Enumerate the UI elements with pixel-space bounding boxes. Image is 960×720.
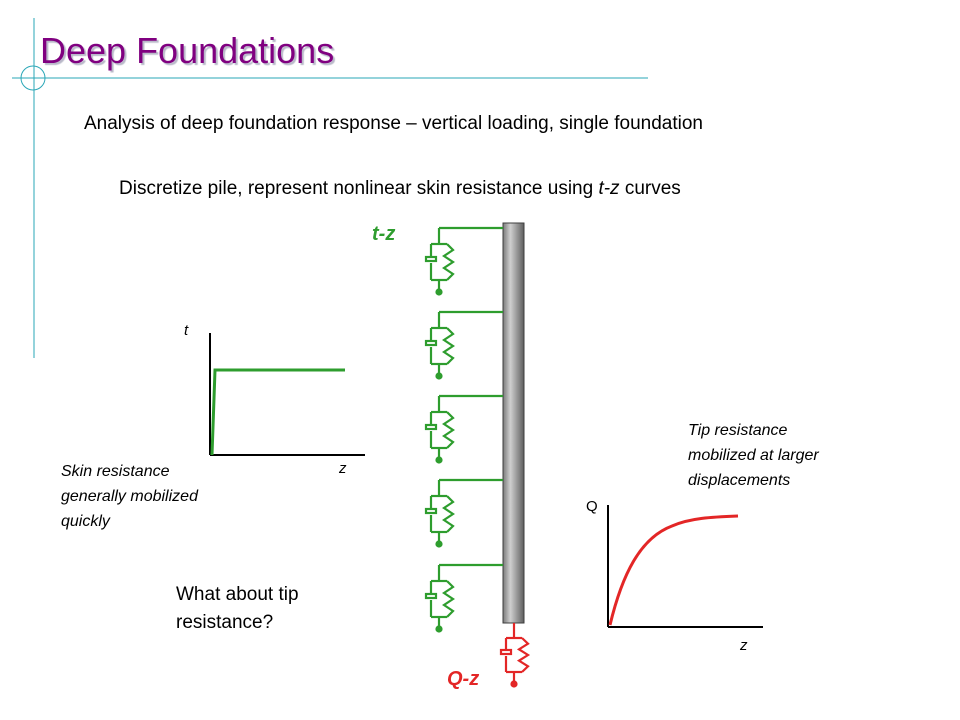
subtitle-line-1: Analysis of deep foundation response – v…: [84, 113, 703, 134]
skin-x-axis-label: z: [339, 460, 347, 477]
tip-caption-line: Tip resistance: [688, 422, 788, 439]
qz-spring-group: [499, 623, 531, 688]
line2-suffix: curves: [619, 178, 681, 199]
line2-prefix: Discretize pile, represent nonlinear ski…: [119, 178, 599, 199]
qz-label: Q-z: [447, 668, 480, 690]
tz-spring: [424, 394, 503, 464]
skin-caption-line: Skin resistance: [61, 463, 170, 480]
slide-title: Deep Foundations: [40, 30, 335, 71]
qz-spring: [499, 623, 531, 688]
line2-italic: t-z: [598, 178, 620, 199]
tz-label: t-z: [372, 223, 396, 245]
tip-plot-axes: [607, 505, 763, 628]
skin-curve: [210, 368, 345, 456]
tz-spring-group: [424, 226, 503, 633]
tip-caption-line: mobilized at larger: [688, 447, 819, 464]
tip-caption-line: displacements: [688, 472, 791, 489]
tz-spring: [424, 563, 503, 633]
question-line: What about tip: [176, 584, 299, 605]
tz-spring: [424, 226, 503, 296]
pile-shaft: [502, 222, 525, 624]
tip-curve: [608, 514, 739, 626]
skin-plot-axes: [209, 333, 365, 456]
tz-spring: [424, 478, 503, 548]
skin-caption: Skin resistance generally mobilized quic…: [61, 459, 198, 534]
tz-spring: [424, 310, 503, 380]
skin-caption-line: quickly: [61, 513, 110, 530]
tip-y-axis-label: Q: [586, 498, 598, 515]
question-line: resistance?: [176, 612, 274, 633]
tip-x-axis-label: z: [740, 637, 748, 654]
decor-circle: [20, 65, 46, 91]
skin-y-axis-label: t: [184, 322, 189, 339]
tip-caption: Tip resistance mobilized at larger displ…: [688, 418, 819, 493]
skin-caption-line: generally mobilized: [61, 488, 198, 505]
subtitle-line-2: Discretize pile, represent nonlinear ski…: [119, 178, 681, 200]
tip-question: What about tip resistance?: [176, 581, 299, 637]
